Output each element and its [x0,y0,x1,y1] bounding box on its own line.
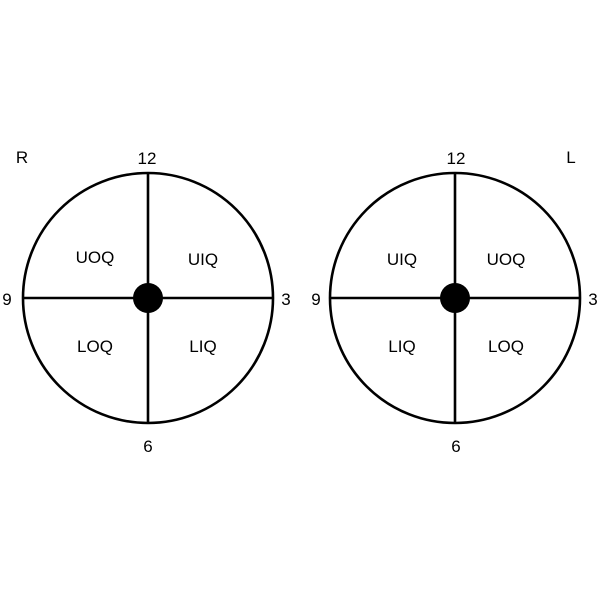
left-clock-6: 6 [451,437,460,456]
left-quadrant-upper-right: UOQ [487,250,526,269]
right-clock-3: 3 [281,290,290,309]
right-quadrant-lower-right: LIQ [189,337,216,356]
right-quadrant-lower-left: LOQ [77,337,113,356]
left-clock-12: 12 [447,149,466,168]
left-quadrant-lower-left: LIQ [388,337,415,356]
left-quadrant-lower-right: LOQ [488,337,524,356]
right-clock-6: 6 [143,437,152,456]
left-quadrant-upper-left: UIQ [387,250,417,269]
right-nipple-marker [133,283,163,313]
right-side-label: R [16,148,28,167]
left-nipple-marker [440,283,470,313]
right-quadrant-upper-left: UOQ [76,248,115,267]
left-clock-9: 9 [311,290,320,309]
right-clock-9: 9 [2,290,11,309]
right-quadrant-upper-right: UIQ [188,250,218,269]
left-side-label: L [566,148,575,167]
right-clock-12: 12 [138,149,157,168]
left-breast-diagram: L 12 3 6 9 UIQ UOQ LIQ LOQ [311,148,597,456]
right-breast-diagram: R 12 3 6 9 UOQ UIQ LOQ LIQ [2,148,290,456]
left-clock-3: 3 [588,290,597,309]
